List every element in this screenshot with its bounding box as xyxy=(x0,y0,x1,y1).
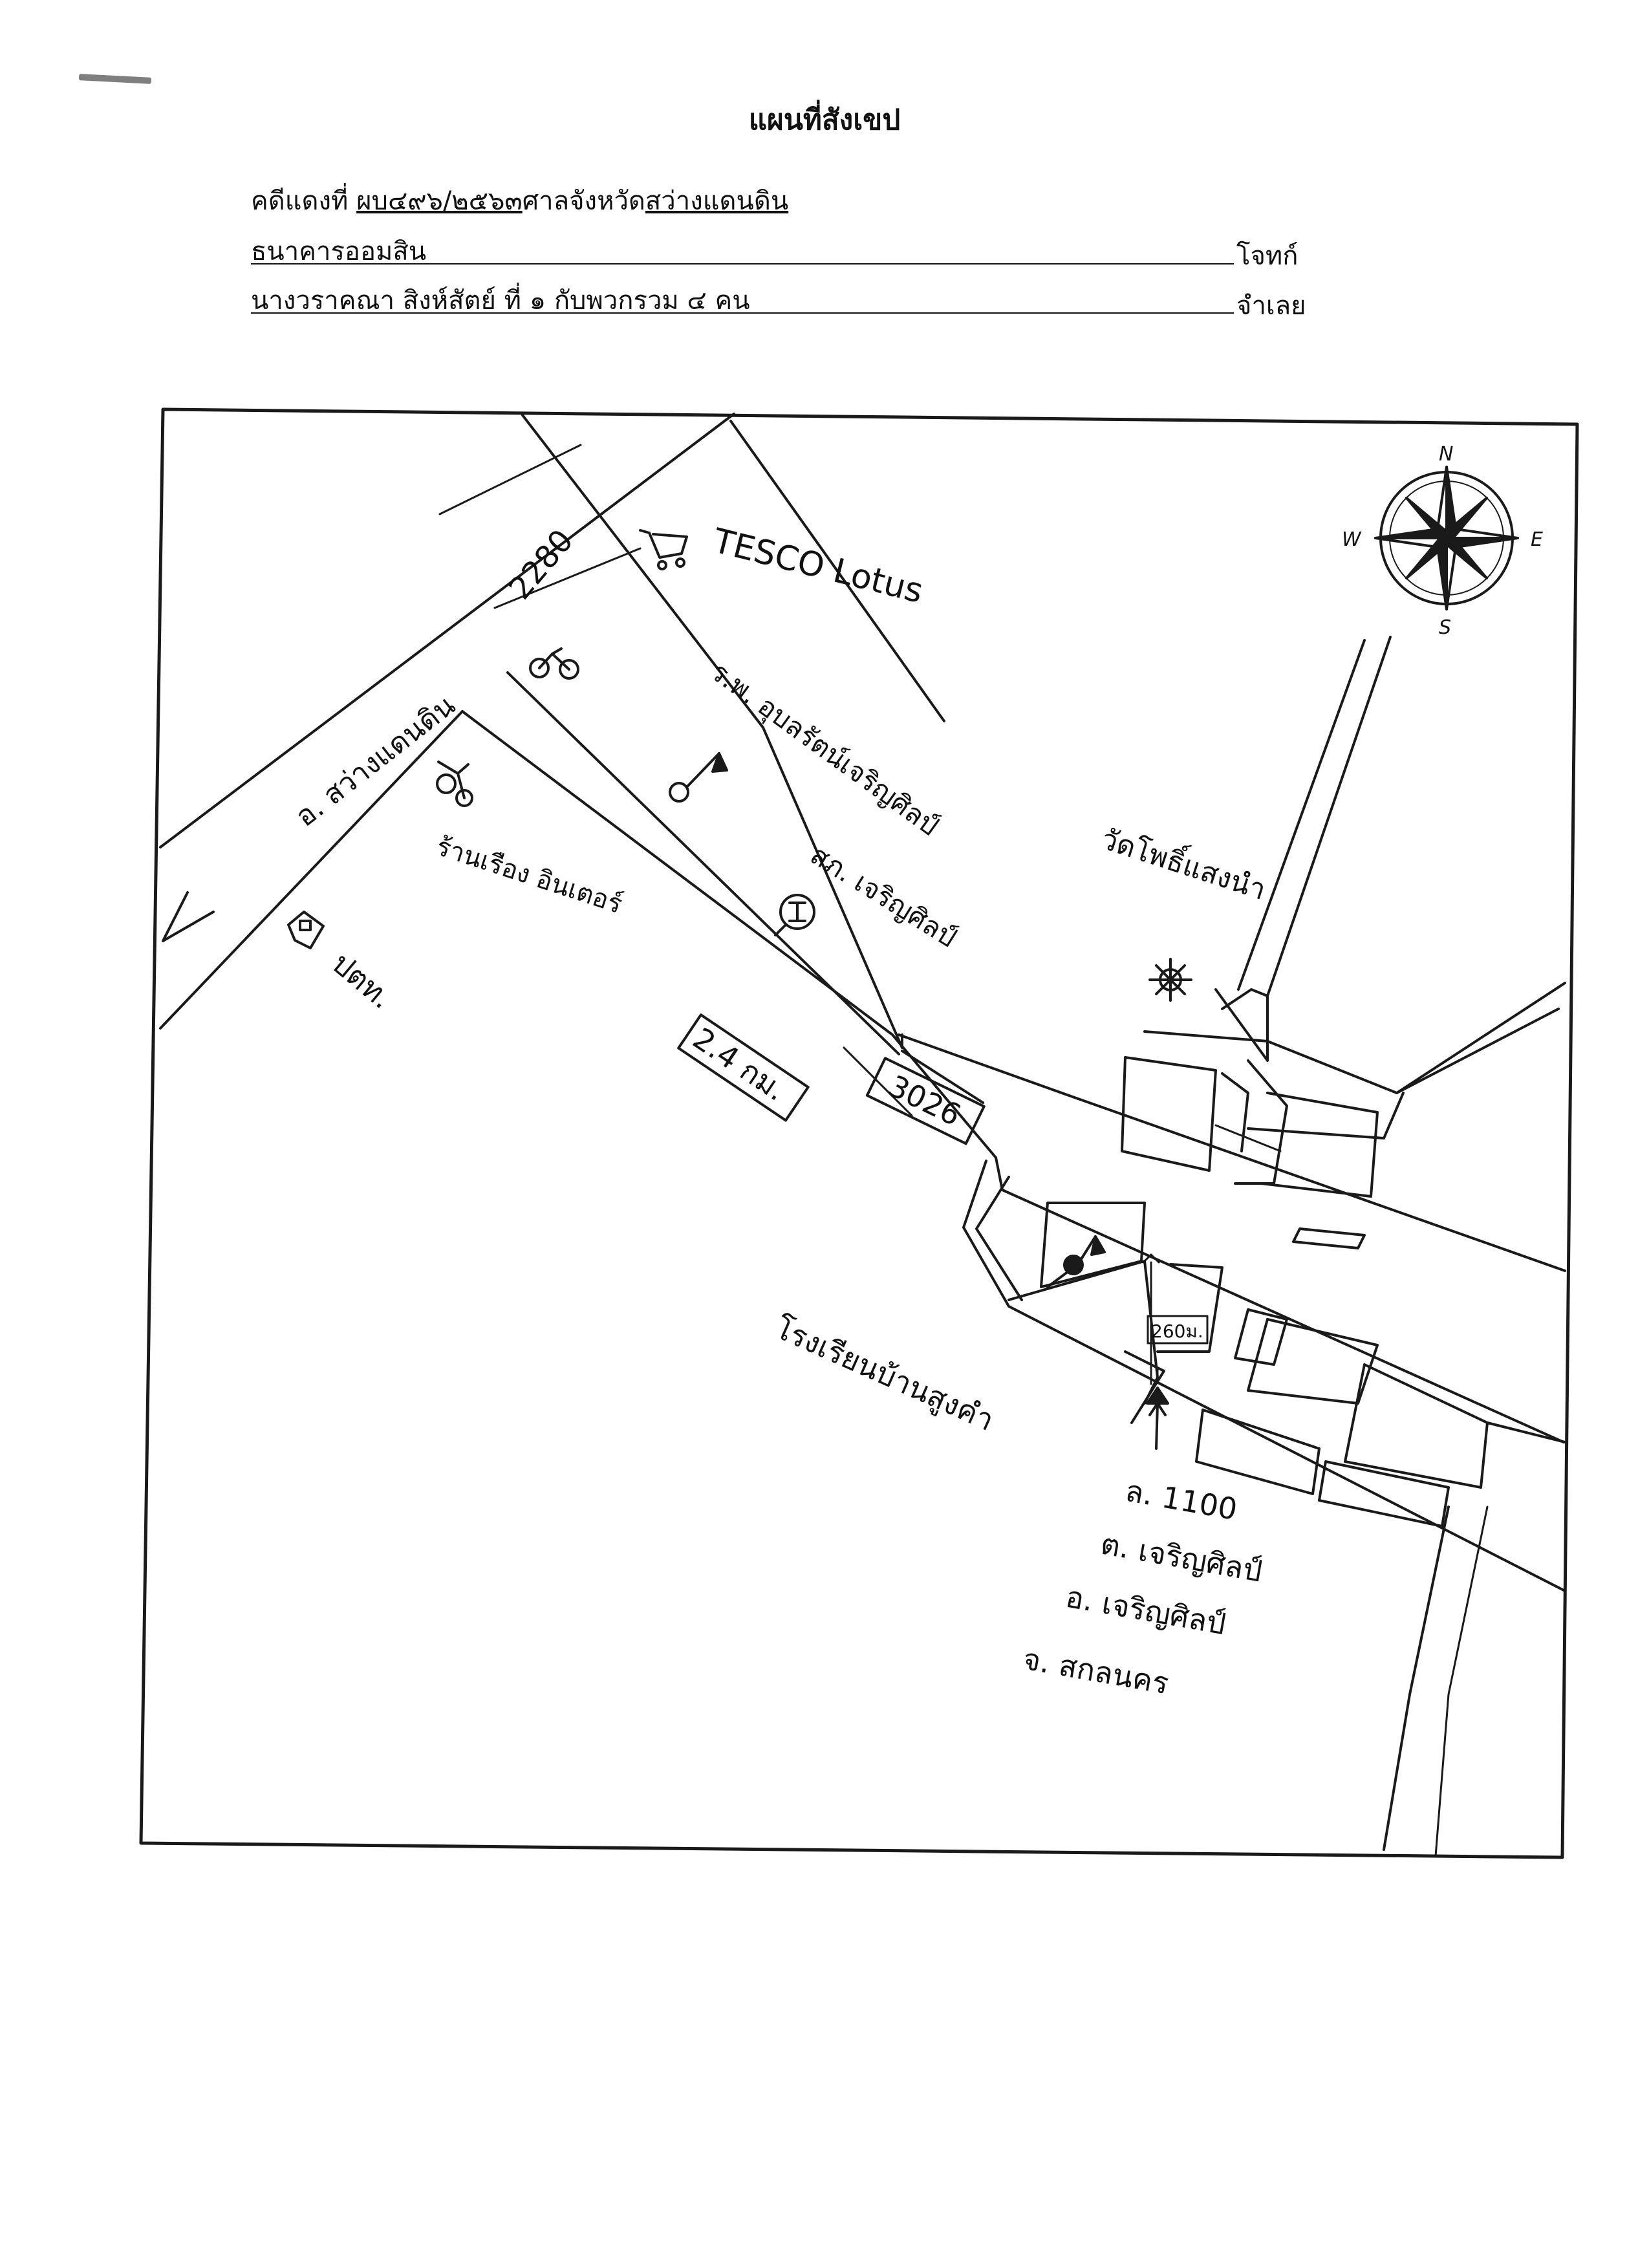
case-prefix: คดีแดงที่ xyxy=(251,186,349,216)
map-frame xyxy=(139,407,1579,1859)
defendant-role: จำเลย xyxy=(1236,291,1306,321)
compass-w: W xyxy=(1342,528,1362,551)
label-gas-station: ปตท. xyxy=(325,945,399,1015)
hospital-flag-icon xyxy=(669,752,728,803)
shopping-cart-icon xyxy=(639,529,688,570)
temple-icon xyxy=(1148,958,1192,1002)
label-school: โรงเรียนบ้านสูงคำ xyxy=(770,1310,999,1438)
case-line: คดีแดงที่ ผบ๔๙๖/๒๕๖๓ศาลจังหวัดสว่างแดนดิ… xyxy=(251,180,788,221)
case-number: ผบ๔๙๖/๒๕๖๓ xyxy=(356,186,523,216)
address-line-1: ล. 1100 xyxy=(1123,1473,1240,1527)
label-shop: ร้านเรือง อินเตอร์ xyxy=(433,832,626,920)
address-line-4: จ. สกลนคร xyxy=(1020,1641,1171,1701)
road-2280 xyxy=(438,414,945,729)
motorcycle-icon xyxy=(436,761,473,807)
property-marker-icon xyxy=(1146,1367,1169,1450)
village-north xyxy=(1121,636,1566,1249)
village-blocks xyxy=(962,1160,1566,1857)
address-line-3: อ. เจริญศิลป์ xyxy=(1063,1579,1229,1642)
plaintiff-role: โจทก์ xyxy=(1236,241,1299,271)
label-tesco: TESCO Lotus xyxy=(709,521,927,611)
compass-rose-icon: N S E W xyxy=(1342,443,1543,639)
police-station-icon xyxy=(774,894,815,936)
plaintiff-line xyxy=(251,263,1234,265)
pointer-line xyxy=(1046,1266,1075,1288)
label-station: สภ. เจริญศิลป์ xyxy=(805,839,962,953)
measure-line xyxy=(1142,1253,1160,1385)
road-3026-box: 3026 xyxy=(865,1057,986,1145)
page-title: แผนที่สังเขป xyxy=(748,103,901,136)
label-temple: วัดโพธิ์แสงนำ xyxy=(1097,818,1271,907)
compass-n: N xyxy=(1439,443,1453,466)
label-hospital: ร.พ. อุบลรัตน์เจริญศิลป์ xyxy=(704,655,945,843)
defendant-line xyxy=(251,312,1234,314)
arrow-icon xyxy=(162,891,215,942)
gas-station-icon xyxy=(287,911,325,949)
road-3026 xyxy=(461,671,1566,1443)
school-flag-icon xyxy=(1063,1235,1106,1275)
distance-box: 2.4 กม. xyxy=(677,1013,810,1122)
distance-small-box: 260ม. xyxy=(1147,1315,1209,1345)
compass-s: S xyxy=(1439,616,1451,639)
plaintiff-name: ธนาคารออมสิน xyxy=(251,237,427,266)
label-distance-small: 260ม. xyxy=(1151,1321,1203,1342)
road-district xyxy=(159,413,735,1030)
court-name: สว่างแดนดิน xyxy=(645,186,789,216)
defendant-name: นางวราคณา สิงห์สัตย์ ที่ ๑ กับพวกรวม ๔ ค… xyxy=(251,286,750,316)
motorcycle-icon xyxy=(529,647,579,680)
label-road-2280: 2280 xyxy=(502,523,580,607)
address-line-2: ต. เจริญศิลป์ xyxy=(1098,1526,1265,1589)
court-prefix: ศาลจังหวัด xyxy=(522,186,645,216)
compass-e: E xyxy=(1531,528,1543,551)
label-road-district: อ. สว่างแดนดิน xyxy=(289,689,461,834)
